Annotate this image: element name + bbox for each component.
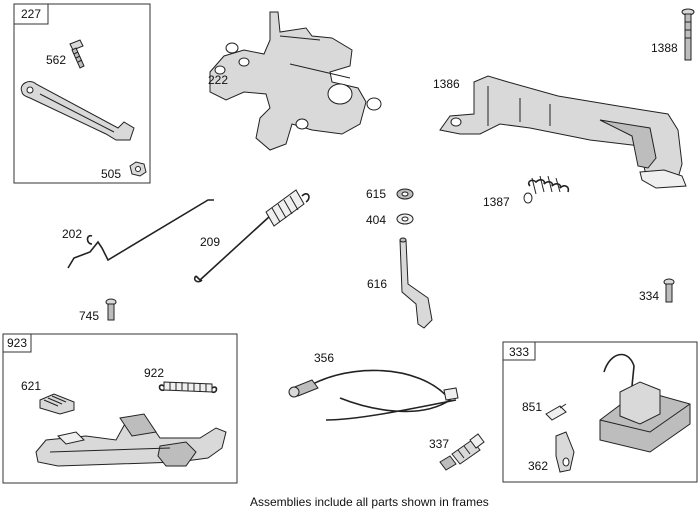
- part-923-governor-plate[interactable]: [35, 413, 227, 467]
- label-745: 745: [79, 309, 99, 323]
- frame-923-border: [2, 333, 238, 484]
- part-333-ignition-coil[interactable]: [599, 353, 691, 453]
- label-621: 621: [21, 379, 41, 393]
- label-202: 202: [62, 227, 82, 241]
- label-222: 222: [208, 73, 228, 87]
- part-745-bolt[interactable]: [105, 298, 117, 321]
- frame-923: 923: [2, 333, 238, 484]
- frame-227-border: [13, 3, 151, 184]
- part-209-spring-link[interactable]: [193, 189, 310, 283]
- label-505: 505: [101, 167, 121, 181]
- part-616-rod[interactable]: [399, 237, 433, 329]
- part-1386-control-bracket[interactable]: [439, 75, 687, 189]
- label-1388: 1388: [651, 41, 678, 55]
- frame-333-label: 333: [509, 345, 529, 359]
- frame-923-tab: [2, 333, 32, 353]
- label-209: 209: [200, 235, 220, 249]
- label-851: 851: [522, 400, 542, 414]
- label-615: 615: [366, 187, 386, 201]
- part-1388-pin[interactable]: [681, 8, 695, 61]
- part-505-nut[interactable]: [129, 161, 147, 177]
- part-562-bolt[interactable]: [69, 39, 85, 69]
- part-356-cable[interactable]: [288, 369, 459, 421]
- part-334-bolt[interactable]: [663, 278, 675, 303]
- frame-227: 227: [13, 3, 151, 184]
- part-851-terminal[interactable]: [545, 403, 567, 421]
- label-337: 337: [429, 437, 449, 451]
- footer-caption: Assemblies include all parts shown in fr…: [250, 495, 489, 509]
- part-404-washer[interactable]: [396, 213, 414, 225]
- part-922-spring[interactable]: [158, 381, 218, 394]
- frame-333-border: [502, 341, 698, 483]
- part-362-boot[interactable]: [555, 431, 575, 473]
- label-1387: 1387: [483, 195, 510, 209]
- frame-227-label: 227: [21, 7, 41, 21]
- label-404: 404: [366, 213, 386, 227]
- label-562: 562: [46, 53, 66, 67]
- label-356: 356: [314, 351, 334, 365]
- frame-333: 333: [502, 341, 698, 483]
- label-334: 334: [639, 289, 659, 303]
- label-922: 922: [144, 366, 164, 380]
- part-615-nut[interactable]: [396, 188, 414, 200]
- part-337-spark-plug[interactable]: [439, 433, 485, 471]
- part-227-lever[interactable]: [20, 81, 135, 141]
- part-202-link-rod[interactable]: [67, 199, 214, 269]
- label-616: 616: [367, 277, 387, 291]
- frame-333-tab: [502, 341, 536, 361]
- part-621-clip[interactable]: [39, 393, 75, 415]
- part-222-bracket[interactable]: [209, 11, 382, 151]
- part-1387-spring[interactable]: [523, 175, 570, 204]
- frame-227-tab: [13, 3, 49, 25]
- frame-923-label: 923: [7, 336, 27, 350]
- label-1386: 1386: [433, 77, 460, 91]
- label-362: 362: [528, 459, 548, 473]
